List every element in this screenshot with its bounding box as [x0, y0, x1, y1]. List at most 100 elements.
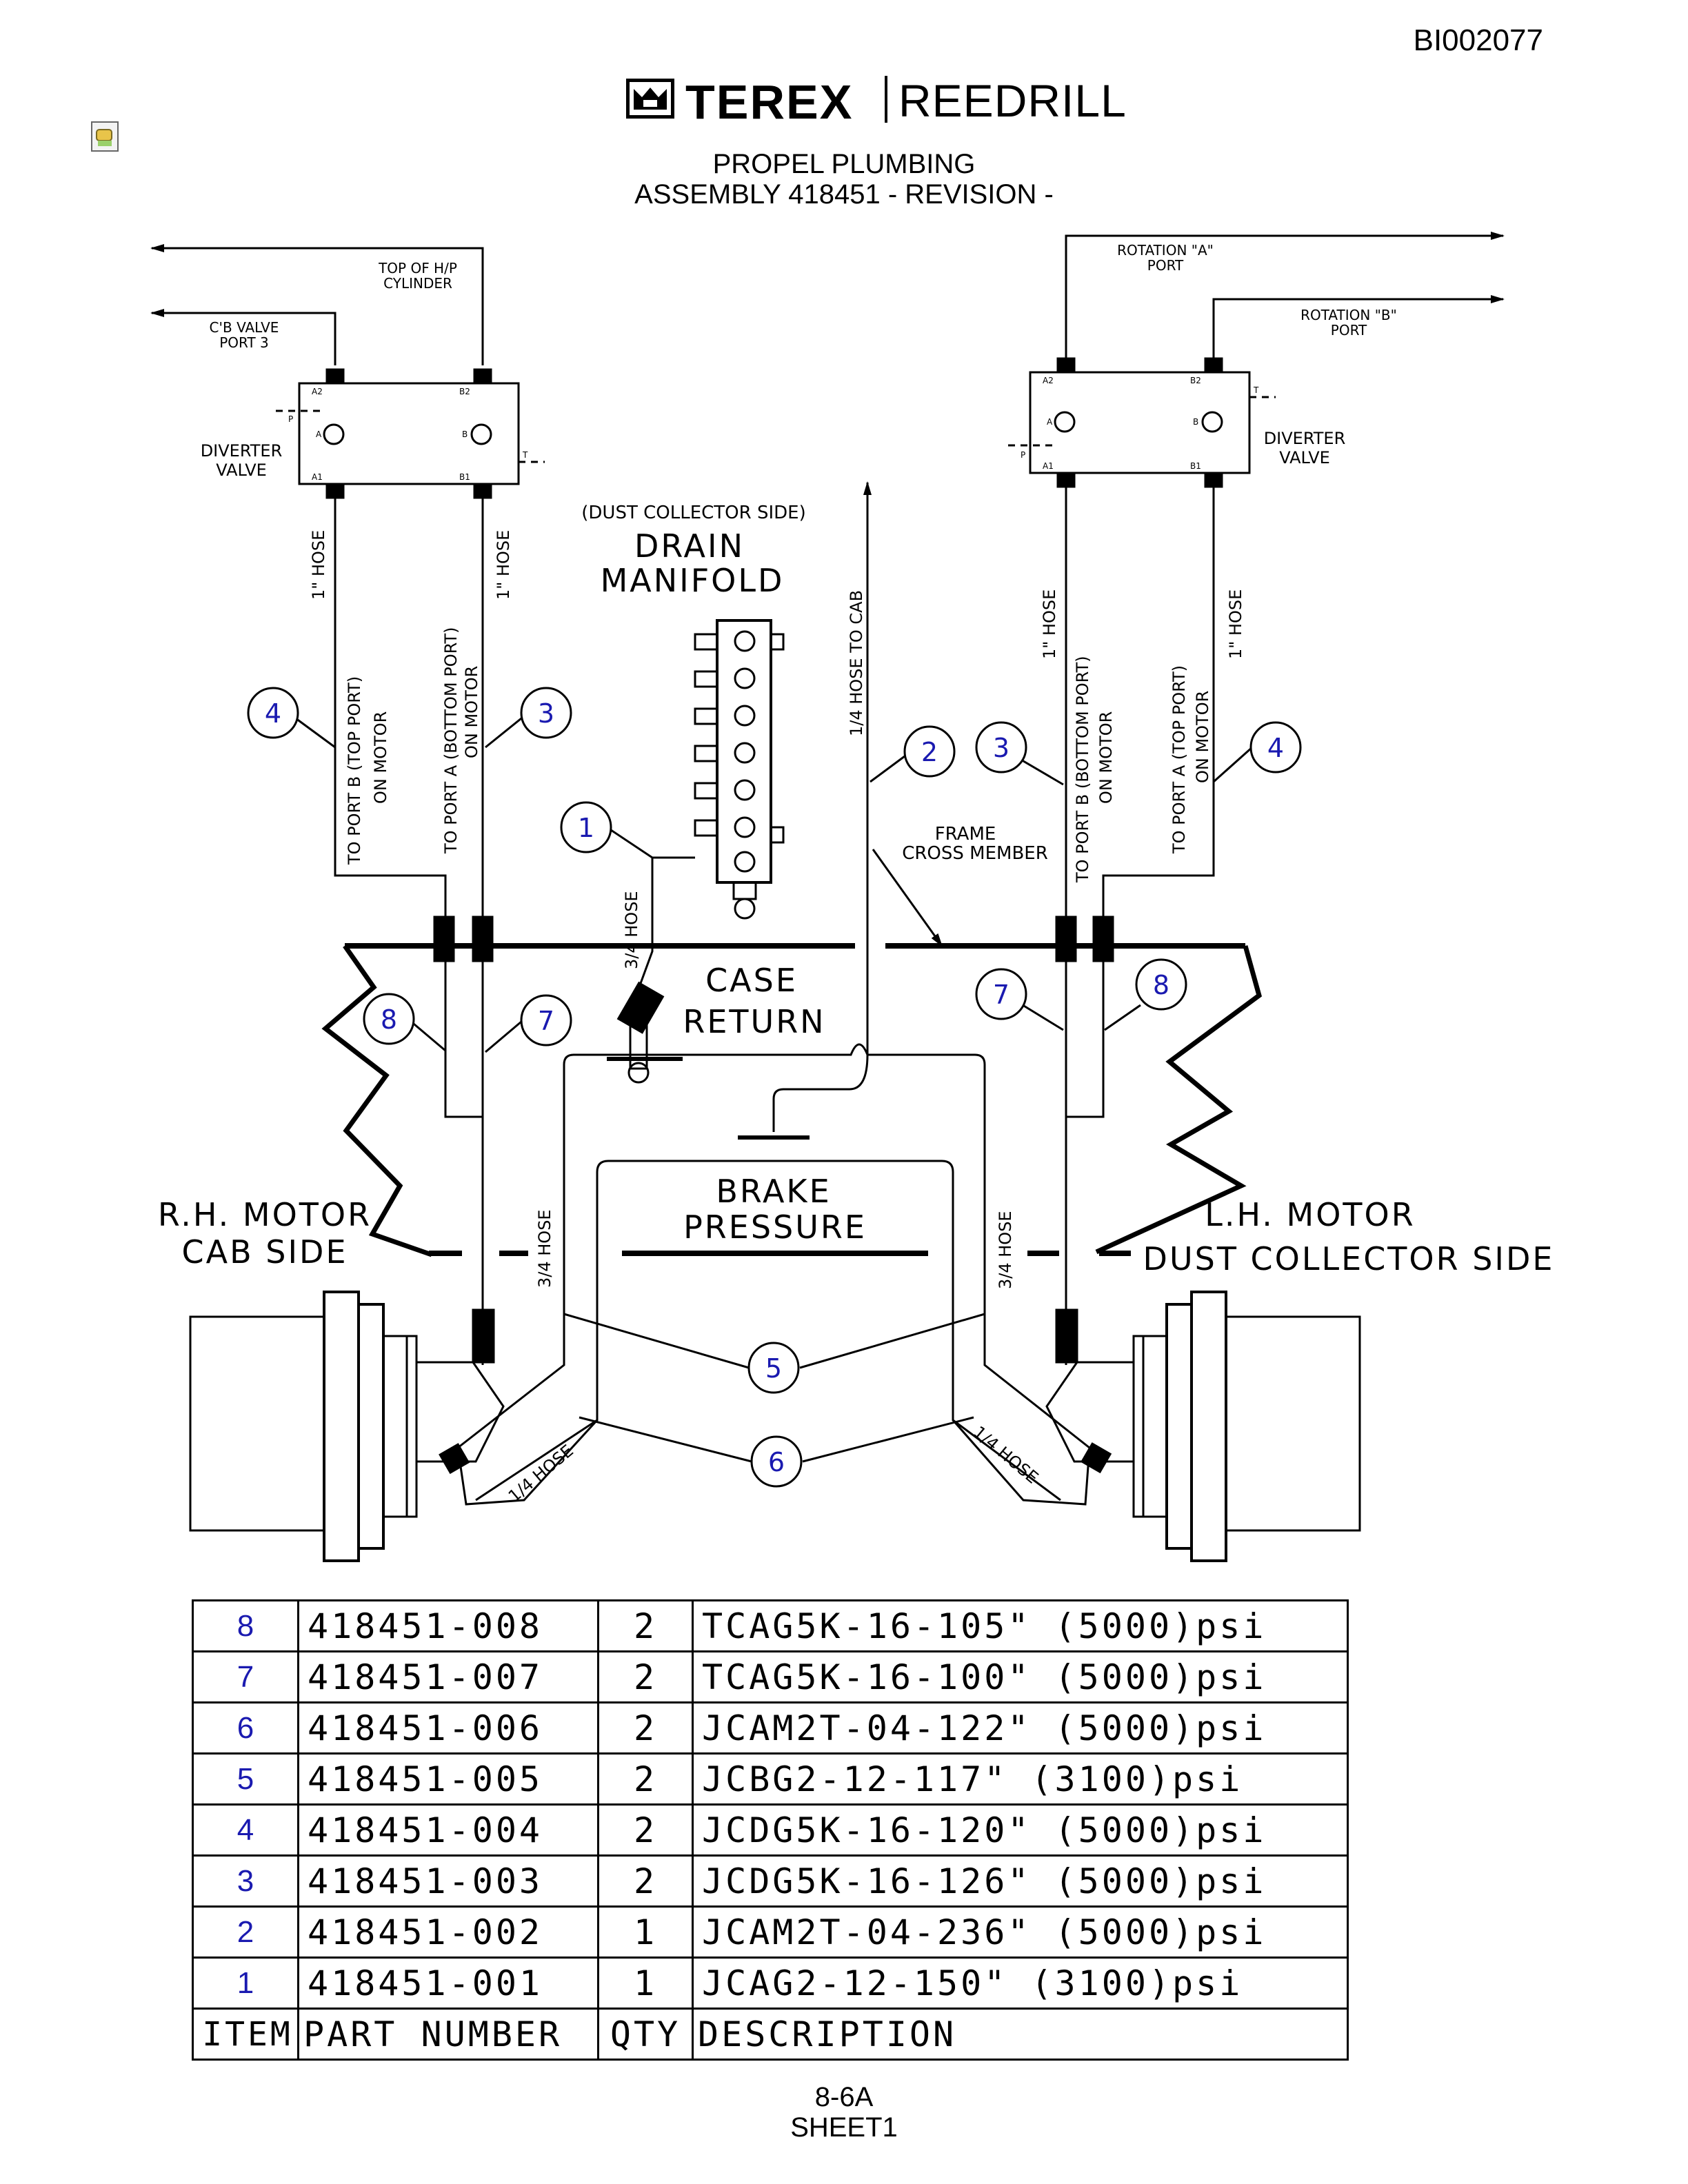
- svg-text:2: 2: [921, 737, 938, 767]
- label-cb-valve-1: C'B VALVE: [210, 319, 279, 336]
- part-number-cell: 418451-003: [297, 1854, 599, 1908]
- logo-divider: [885, 76, 887, 123]
- description-cell: TCAG5K-16-100" (5000)psi: [692, 1650, 1349, 1703]
- svg-text:8: 8: [1153, 970, 1169, 1000]
- port-label-a-bottom-1: TO PORT A (BOTTOM PORT): [441, 627, 461, 854]
- part-number-cell: 418451-007: [297, 1650, 599, 1703]
- table-row: 6 418451-006 2 JCAM2T-04-122" (5000)psi: [192, 1701, 1349, 1755]
- svg-text:6: 6: [768, 1447, 785, 1477]
- attachment-icon[interactable]: [91, 121, 119, 152]
- item-cell: 6: [192, 1701, 299, 1755]
- svg-text:1: 1: [578, 813, 594, 843]
- part-number-cell: 418451-005: [297, 1752, 599, 1806]
- qty-cell: 1: [597, 1905, 694, 1959]
- description-cell: JCAG2-12-150" (3100)psi: [692, 1957, 1349, 2010]
- hose-label-1in-left-b: 1" HOSE: [494, 530, 513, 600]
- balloon-7-left: 7: [520, 994, 572, 1046]
- label-rotation-b-2: PORT: [1331, 322, 1367, 338]
- port-b2-right: B2: [1190, 376, 1201, 385]
- balloon-6: 6: [750, 1435, 803, 1488]
- label-case: CASE: [705, 962, 798, 999]
- port-label-a-top-2: ON MOTOR: [1193, 691, 1212, 783]
- description-cell: JCDG5K-16-120" (5000)psi: [692, 1803, 1349, 1857]
- svg-text:7: 7: [993, 980, 1009, 1010]
- balloon-8-left: 8: [363, 993, 415, 1045]
- label-top-hp-cylinder-1: TOP OF H/P: [378, 260, 457, 276]
- diverter-valve-right: [1029, 371, 1251, 474]
- label-lh-motor: L.H. MOTOR: [1205, 1196, 1415, 1233]
- port-p-right: P: [1021, 450, 1025, 460]
- lh-motor-body: [1225, 1315, 1361, 1532]
- note-icon: [96, 129, 112, 146]
- port-a2-left: A2: [312, 387, 323, 396]
- port-label-b-bottom-1: TO PORT B (BOTTOM PORT): [1073, 656, 1092, 883]
- label-diverter-left-1: DIVERTER: [201, 441, 283, 461]
- hose-label-34-left: 3/4 HOSE: [535, 1209, 554, 1288]
- balloon-3-right: 3: [975, 721, 1027, 774]
- label-pressure: PRESSURE: [683, 1209, 867, 1246]
- qty-cell: 1: [597, 1957, 694, 2010]
- port-label-a-top-1: TO PORT A (TOP PORT): [1169, 665, 1189, 854]
- label-rotation-b-1: ROTATION "B": [1300, 307, 1397, 323]
- port-a-left: A: [316, 429, 322, 439]
- logo-division: REEDRILL: [898, 75, 1127, 126]
- item-cell: 8: [192, 1599, 299, 1652]
- label-brake: BRAKE: [716, 1173, 831, 1210]
- svg-text:7: 7: [538, 1006, 554, 1036]
- svg-text:3: 3: [538, 698, 554, 729]
- qty-cell: 2: [597, 1599, 694, 1652]
- diverter-valve-left: [298, 382, 520, 485]
- table-row: 8 418451-008 2 TCAG5K-16-105" (5000)psi: [192, 1599, 1349, 1652]
- qty-cell: 2: [597, 1854, 694, 1908]
- balloon-8-right: 8: [1135, 958, 1187, 1011]
- label-cab-side: CAB SIDE: [181, 1233, 348, 1271]
- svg-text:3: 3: [993, 733, 1009, 763]
- label-frame-1: FRAME: [935, 824, 996, 845]
- description-cell: JCDG5K-16-126" (5000)psi: [692, 1854, 1349, 1908]
- table-row: 3 418451-003 2 JCDG5K-16-126" (5000)psi: [192, 1854, 1349, 1908]
- label-rotation-a-2: PORT: [1147, 257, 1184, 274]
- rh-motor-body: [189, 1315, 325, 1532]
- title-line-2: ASSEMBLY 418451 - REVISION -: [634, 179, 1054, 210]
- table-row: 1 418451-001 1 JCAG2-12-150" (3100)psi: [192, 1957, 1349, 2010]
- hose-label-34-case: 3/4 HOSE: [622, 891, 641, 969]
- part-number-cell: 418451-004: [297, 1803, 599, 1857]
- part-number-cell: 418451-008: [297, 1599, 599, 1652]
- table-row: 4 418451-004 2 JCDG5K-16-120" (5000)psi: [192, 1803, 1349, 1857]
- page-number: 8-6A: [814, 2082, 874, 2112]
- sheet-label: SHEET1: [790, 2112, 898, 2143]
- terex-reedrill-logo: TEREX REEDRILL: [626, 74, 1126, 129]
- item-cell: 5: [192, 1752, 299, 1806]
- frame-break-right: [1095, 945, 1263, 1255]
- part-number-cell: 418451-001: [297, 1957, 599, 2010]
- port-a1-left: A1: [312, 472, 323, 482]
- svg-text:5: 5: [765, 1353, 782, 1384]
- header-item: ITEM: [192, 2008, 299, 2061]
- balloon-3-left: 3: [520, 687, 572, 739]
- label-manifold: MANIFOLD: [601, 562, 785, 599]
- title-line-1: PROPEL PLUMBING: [712, 149, 976, 179]
- hose-label-1in-left-a: 1" HOSE: [309, 530, 328, 600]
- port-b1-right: B1: [1190, 461, 1201, 471]
- item-cell: 2: [192, 1905, 299, 1959]
- document-id: BI002077: [1413, 23, 1543, 57]
- label-return: RETURN: [683, 1003, 825, 1040]
- hose-label-34-right: 3/4 HOSE: [996, 1211, 1015, 1289]
- parts-table: 8 418451-008 2 TCAG5K-16-105" (5000)psi …: [192, 1599, 1349, 2061]
- label-rh-motor: R.H. MOTOR: [158, 1196, 372, 1233]
- terex-logo-icon: [626, 79, 674, 119]
- case-return-hose: [636, 856, 695, 993]
- port-a2-right: A2: [1043, 376, 1054, 385]
- hose-left-port-b: [334, 498, 483, 1118]
- qty-cell: 2: [597, 1701, 694, 1755]
- qty-cell: 2: [597, 1803, 694, 1857]
- label-rotation-a-1: ROTATION "A": [1117, 242, 1214, 259]
- label-diverter-right-1: DIVERTER: [1264, 429, 1346, 448]
- port-t-left: T: [522, 450, 528, 460]
- port-label-a-bottom-2: ON MOTOR: [462, 666, 481, 758]
- port-label-b-top-2: ON MOTOR: [371, 711, 390, 804]
- balloon-4-right: 4: [1249, 721, 1302, 774]
- line-rotation-b: [1212, 295, 1505, 361]
- logo-brand: TEREX: [685, 75, 854, 129]
- description-cell: JCBG2-12-117" (3100)psi: [692, 1752, 1349, 1806]
